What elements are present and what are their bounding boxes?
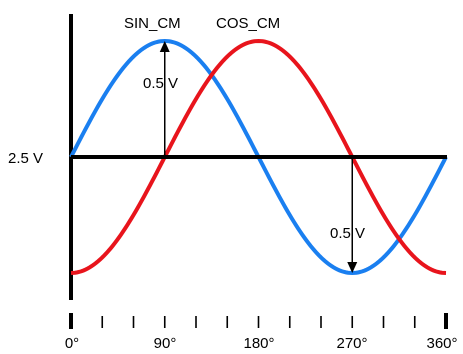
x-tick-label-270: 270° bbox=[336, 335, 367, 352]
baseline-label: 2.5 V bbox=[8, 150, 43, 167]
series-label-cos: COS_CM bbox=[216, 15, 280, 32]
series-line-cos-cm bbox=[70, 38, 447, 275]
annotation-arrow-2 bbox=[347, 157, 358, 273]
series-label-sin: SIN_CM bbox=[124, 15, 181, 32]
annotation-arrow-1 bbox=[159, 41, 170, 157]
x-tick-label-90: 90° bbox=[154, 335, 177, 352]
x-tick-label-360: 360° bbox=[426, 335, 457, 352]
annotation-label-1: 0.5 V bbox=[143, 75, 178, 92]
x-tick-label-0: 0° bbox=[65, 335, 79, 352]
annotation-label-2: 0.5 V bbox=[330, 225, 365, 242]
x-tick-label-180: 180° bbox=[243, 335, 274, 352]
